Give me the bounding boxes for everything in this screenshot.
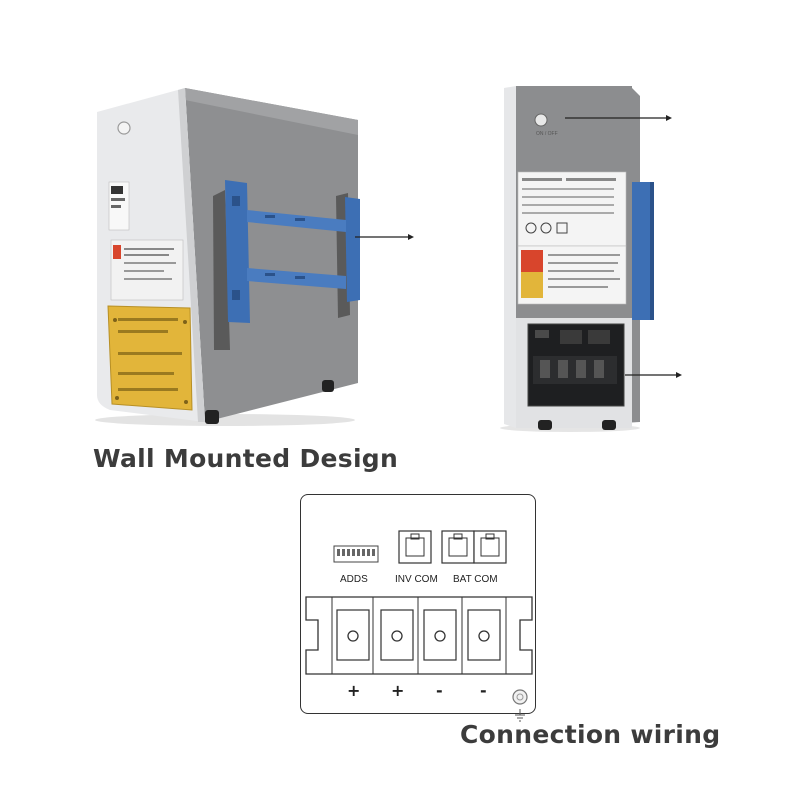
power-button-icon [534,113,548,127]
inv-com-port [398,530,432,564]
dip-switch [333,545,379,563]
terminal-screw [380,609,414,661]
adds-label: ADDS [340,574,368,585]
ground-symbol-icon [512,689,528,722]
terminal-screw [467,609,501,661]
power-button-icon [117,121,131,135]
polarity-marker: - [436,681,443,700]
arrow-right-icon [355,234,414,240]
polarity-marker: - [480,681,487,700]
polarity-marker: + [391,681,405,700]
bat-com-port-1 [441,530,475,564]
terminal-block [305,596,533,675]
wall-mounted-caption: Wall Mounted Design [93,444,399,473]
connection-wiring-caption: Connection wiring [460,720,721,749]
terminal-screw [423,609,457,661]
arrow-right-icon [625,372,682,378]
bat-com-label: BAT COM [453,574,498,585]
wall-bracket [213,180,360,350]
svg-text:ON / OFF: ON / OFF [536,131,558,137]
terminal-screw [336,609,370,661]
inv-com-label: INV COM [395,574,438,585]
bat-com-port-2 [473,530,507,564]
polarity-marker: + [347,681,361,700]
arrow-right-icon [565,115,672,121]
